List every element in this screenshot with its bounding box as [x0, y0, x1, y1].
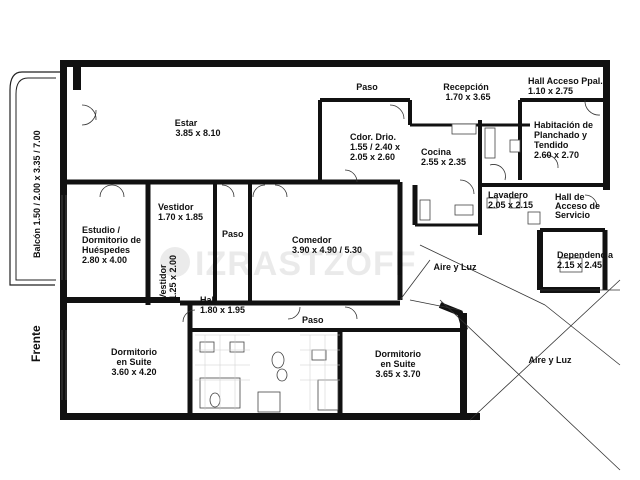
cocina-dims: 2.55 x 2.35: [421, 157, 466, 167]
estudio-dims: 2.80 x 4.00: [82, 255, 127, 265]
front-label: Frente: [29, 325, 43, 362]
hall-servicio-line2: Acceso de: [555, 201, 600, 211]
room-hall: Hall 1.80 x 1.95: [200, 295, 245, 315]
estudio-line3: Huéspedes: [82, 245, 130, 255]
dependencia-name: Dependencia: [557, 250, 614, 260]
planchado-line2: Planchado y: [534, 130, 587, 140]
vestidor2-name: Vestidor: [158, 264, 168, 300]
balcon-label: Balcón 1.50 / 2.00 x 3.35 / 7.00: [32, 130, 42, 258]
room-dormitorio-2: Dormitorio en Suite 3.65 x 3.70: [375, 349, 422, 379]
dorm2-line2: en Suite: [380, 359, 415, 369]
cdor-drio-name: Cdor. Drio.: [350, 132, 396, 142]
planchado-line3: Tendido: [534, 140, 569, 150]
aire-luz-2-label: Aire y Luz: [528, 355, 572, 365]
doors: [81, 99, 601, 323]
hall-dims: 1.80 x 1.95: [200, 305, 245, 315]
room-labels: Estar 3.85 x 8.10 Paso Recepción 1.70 x …: [29, 76, 614, 379]
comedor-name: Comedor: [292, 235, 332, 245]
cdor-drio-dims1: 1.55 / 2.40 x: [350, 142, 400, 152]
recepcion-name: Recepción: [443, 82, 489, 92]
hall-acceso-dims: 1.10 x 2.75: [528, 86, 573, 96]
dorm2-dims: 3.65 x 3.70: [375, 369, 420, 379]
room-dormitorio-1: Dormitorio en Suite 3.60 x 4.20: [111, 347, 158, 377]
hall-servicio-line3: Servicio: [555, 210, 591, 220]
paso-low-label: Paso: [302, 315, 324, 325]
comedor-dims: 3.90 x 4.90 / 5.30: [292, 245, 362, 255]
cdor-drio-dims2: 2.05 x 2.60: [350, 152, 395, 162]
hall-servicio-line1: Hall de: [555, 192, 585, 202]
lavadero-dims: 2.05 x 2.15: [488, 200, 533, 210]
watermark: IZRASTZOFF: [160, 245, 417, 283]
hall-acceso-name: Hall Acceso Ppal.: [528, 76, 603, 86]
room-recepcion: Recepción 1.70 x 3.65: [443, 82, 490, 102]
room-dependencia: Dependencia 2.15 x 2.45: [557, 250, 614, 270]
vestidor1-dims: 1.70 x 1.85: [158, 212, 203, 222]
vestidor2-dims: 1.25 x 2.00: [168, 255, 178, 300]
dorm1-dims: 3.60 x 4.20: [111, 367, 156, 377]
room-habitacion-planchado: Habitación de Planchado y Tendido 2.60 x…: [534, 120, 593, 160]
air-light-shafts: [399, 244, 621, 471]
room-estar: Estar 3.85 x 8.10: [175, 118, 221, 138]
hall-name: Hall: [200, 295, 217, 305]
room-cdor-drio: Cdor. Drio. 1.55 / 2.40 x 2.05 x 2.60: [350, 132, 400, 162]
planchado-dims: 2.60 x 2.70: [534, 150, 579, 160]
room-hall-servicio: Hall de Acceso de Servicio: [555, 192, 600, 220]
planchado-line1: Habitación de: [534, 120, 593, 130]
room-vestidor-1: Vestidor 1.70 x 1.85: [158, 202, 203, 222]
estar-dims: 3.85 x 8.10: [175, 128, 220, 138]
windows-left: [61, 195, 67, 400]
recepcion-dims: 1.70 x 3.65: [445, 92, 490, 102]
estar-name: Estar: [175, 118, 198, 128]
paso-top-label: Paso: [356, 82, 378, 92]
room-hall-acceso: Hall Acceso Ppal. 1.10 x 2.75: [528, 76, 603, 96]
dependencia-dims: 2.15 x 2.45: [557, 260, 602, 270]
balcony: [9, 71, 62, 286]
estudio-line1: Estudio /: [82, 225, 120, 235]
room-comedor: Comedor 3.90 x 4.90 / 5.30: [292, 235, 362, 255]
dorm2-line1: Dormitorio: [375, 349, 422, 359]
tile-grid: [195, 334, 340, 410]
room-vestidor-2: Vestidor 1.25 x 2.00: [158, 255, 178, 300]
lavadero-name: Lavadero: [488, 190, 529, 200]
dorm1-line1: Dormitorio: [111, 347, 158, 357]
room-estudio: Estudio / Dormitorio de Huéspedes 2.80 x…: [82, 225, 141, 265]
dorm1-line2: en Suite: [116, 357, 151, 367]
watermark-text: IZRASTZOFF: [195, 245, 417, 283]
cocina-name: Cocina: [421, 147, 452, 157]
estudio-line2: Dormitorio de: [82, 235, 141, 245]
vestidor1-name: Vestidor: [158, 202, 194, 212]
aire-luz-1-label: Aire y Luz: [433, 262, 477, 272]
interior-walls: [62, 98, 608, 420]
room-lavadero: Lavadero 2.05 x 2.15: [488, 190, 533, 210]
paso-mid-label: Paso: [222, 229, 244, 239]
room-cocina: Cocina 2.55 x 2.35: [421, 147, 466, 167]
